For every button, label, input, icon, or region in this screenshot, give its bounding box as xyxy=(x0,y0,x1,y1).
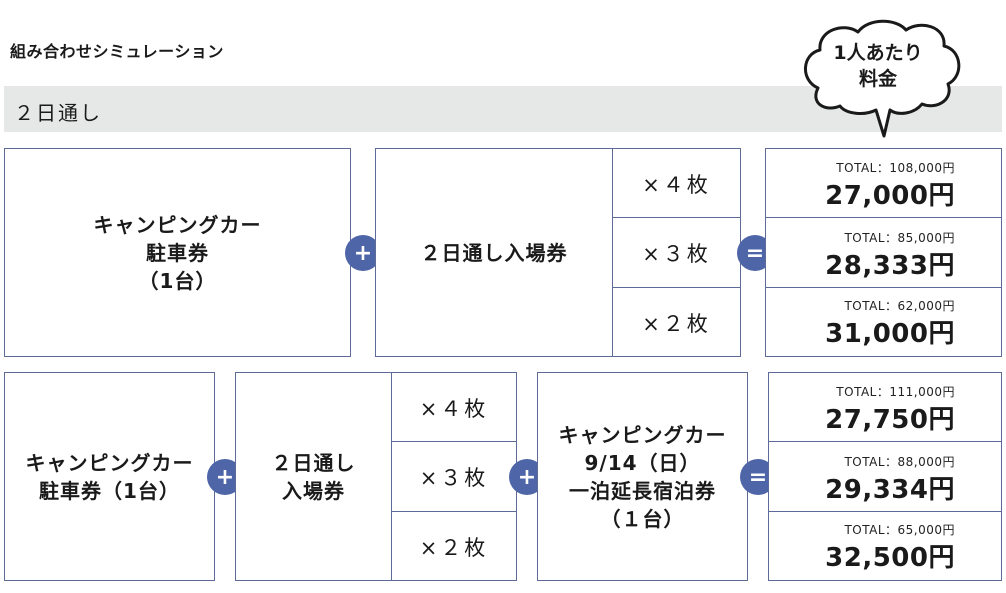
divider xyxy=(613,217,740,218)
row2-parking-box: キャンピングカー 駐車券（1台） xyxy=(4,372,215,581)
row2-parking-line-1: キャンピングカー xyxy=(25,450,194,475)
row1-total-2: TOTAL：62,000円 xyxy=(844,299,955,313)
row2-price-2: 32,500円 xyxy=(825,543,955,573)
row2-pass-box: ２日通し 入場券 xyxy=(235,372,392,581)
row2-price-4: 27,750円 xyxy=(825,405,955,435)
row1-price-2: 31,000円 xyxy=(825,319,955,349)
row1-qty-3: ×３枚 xyxy=(642,242,711,266)
page-title: 組み合わせシミュレーション xyxy=(10,42,224,61)
divider xyxy=(766,217,1001,218)
row2-qty-2: ×２枚 xyxy=(419,535,489,560)
row1-pass-box: ２日通し入場券 xyxy=(375,148,613,357)
row2-quantity-box: ×４枚 ×３枚 ×２枚 xyxy=(391,372,517,581)
row2-qty-3: ×３枚 xyxy=(419,466,489,490)
divider xyxy=(769,511,1001,512)
bubble-line-1: 1人あたり xyxy=(833,42,923,64)
row1-total-3: TOTAL：85,000円 xyxy=(844,231,955,245)
row2-stay-line-3: 一泊延長宿泊券 xyxy=(569,478,716,503)
row2-stay-box: キャンピングカー 9/14（日） 一泊延長宿泊券 （１台） xyxy=(537,372,748,581)
divider xyxy=(613,287,740,288)
divider xyxy=(392,441,516,442)
row2-total-2: TOTAL：65,000円 xyxy=(844,523,955,537)
speech-bubble-icon xyxy=(804,19,961,138)
bubble-text: 1人あたり 料金 xyxy=(808,40,948,92)
row1-total-4: TOTAL：108,000円 xyxy=(836,161,955,175)
row1-price-4: 27,000円 xyxy=(825,181,955,211)
divider xyxy=(769,441,1001,442)
row1-quantity-box: ×４枚 ×３枚 ×２枚 xyxy=(612,148,741,357)
row2-stay-line-1: キャンピングカー xyxy=(558,422,727,447)
section-title: ２日通し xyxy=(14,101,102,125)
row1-parking-line-1: キャンピングカー xyxy=(93,212,262,237)
row2-total-4: TOTAL：111,000円 xyxy=(836,385,955,399)
row2-price-3: 29,334円 xyxy=(825,475,955,505)
row2-stay-line-2: 9/14（日） xyxy=(584,450,701,475)
row1-parking-line-2: 駐車券 xyxy=(146,240,209,265)
row1-results-box: TOTAL：108,000円 27,000円 TOTAL：85,000円 28,… xyxy=(765,148,1002,357)
row2-pass-line-2: 入場券 xyxy=(282,478,345,503)
row1-parking-box: キャンピングカー 駐車券 （1台） xyxy=(4,148,351,357)
row2-stay-line-4: （１台） xyxy=(600,506,685,531)
row2-parking-line-2: 駐車券（1台） xyxy=(39,478,180,503)
row2-results-box: TOTAL：111,000円 27,750円 TOTAL：88,000円 29,… xyxy=(768,372,1002,581)
row1-parking-line-3: （1台） xyxy=(138,268,217,293)
row2-qty-4: ×４枚 xyxy=(419,396,489,421)
row1-pass-label: ２日通し入場券 xyxy=(420,240,568,265)
divider xyxy=(392,511,516,512)
row1-qty-4: ×４枚 xyxy=(642,172,711,197)
row1-qty-2: ×２枚 xyxy=(642,311,711,336)
divider xyxy=(766,287,1001,288)
row2-pass-line-1: ２日通し xyxy=(271,450,356,475)
row1-price-3: 28,333円 xyxy=(825,251,955,281)
bubble-line-2: 料金 xyxy=(858,68,897,90)
row2-total-3: TOTAL：88,000円 xyxy=(844,455,955,469)
